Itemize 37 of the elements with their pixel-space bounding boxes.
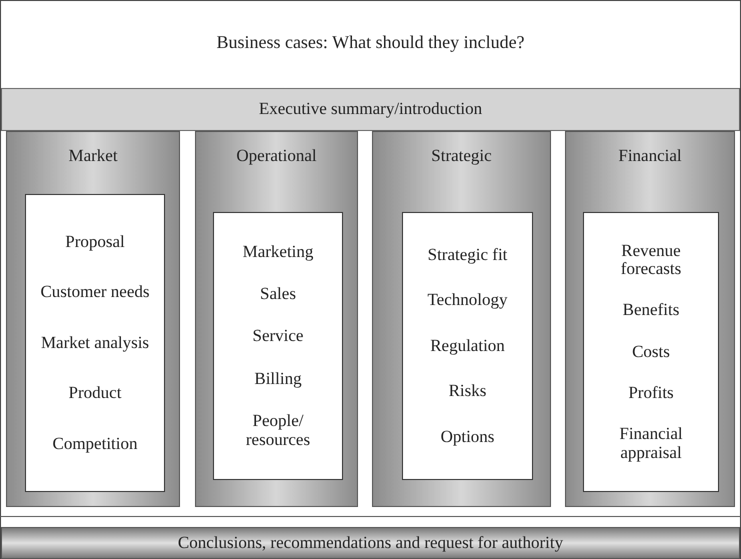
list-item: Regulation [430, 336, 505, 356]
list-item: Product [68, 384, 122, 403]
band-label: Executive summary/introduction [258, 100, 482, 119]
item-list-box [25, 194, 165, 492]
list-item: Market analysis [40, 334, 150, 352]
list-item: Financial appraisal [618, 425, 684, 462]
list-item: People/ resources [244, 412, 312, 450]
list-item: Billing [254, 370, 302, 388]
list-item: Risks [448, 382, 486, 401]
list-item: Technology [427, 291, 508, 310]
item-list-box [402, 212, 533, 480]
list-item: Proposal [65, 232, 125, 252]
list-item: Strategic fit [428, 246, 508, 264]
band-label: Conclusions, recommendations and request for authority [178, 534, 564, 552]
column-heading: Strategic [431, 147, 492, 166]
item-list-box [213, 212, 343, 480]
title: Business cases: What should they include? [215, 33, 526, 53]
column-heading: Operational [236, 147, 317, 166]
column-panel [195, 131, 358, 507]
column-heading: Market [68, 147, 118, 166]
column-panel [372, 131, 551, 507]
section-band [1, 88, 740, 131]
item-list-box [583, 212, 719, 492]
column-heading: Financial [618, 147, 682, 166]
column-panel [6, 131, 180, 507]
list-item: Sales [260, 284, 296, 304]
list-item: Revenue forecasts [620, 242, 682, 279]
list-item: Competition [52, 434, 138, 454]
column-panel [565, 131, 735, 507]
list-item: Costs [632, 342, 670, 362]
list-item: Customer needs [40, 283, 150, 302]
list-item: Service [252, 327, 304, 346]
list-item: Profits [628, 384, 674, 403]
list-item: Options [440, 428, 494, 446]
section-band [1, 527, 740, 559]
list-item: Marketing [242, 242, 314, 262]
list-item: Benefits [622, 301, 680, 320]
